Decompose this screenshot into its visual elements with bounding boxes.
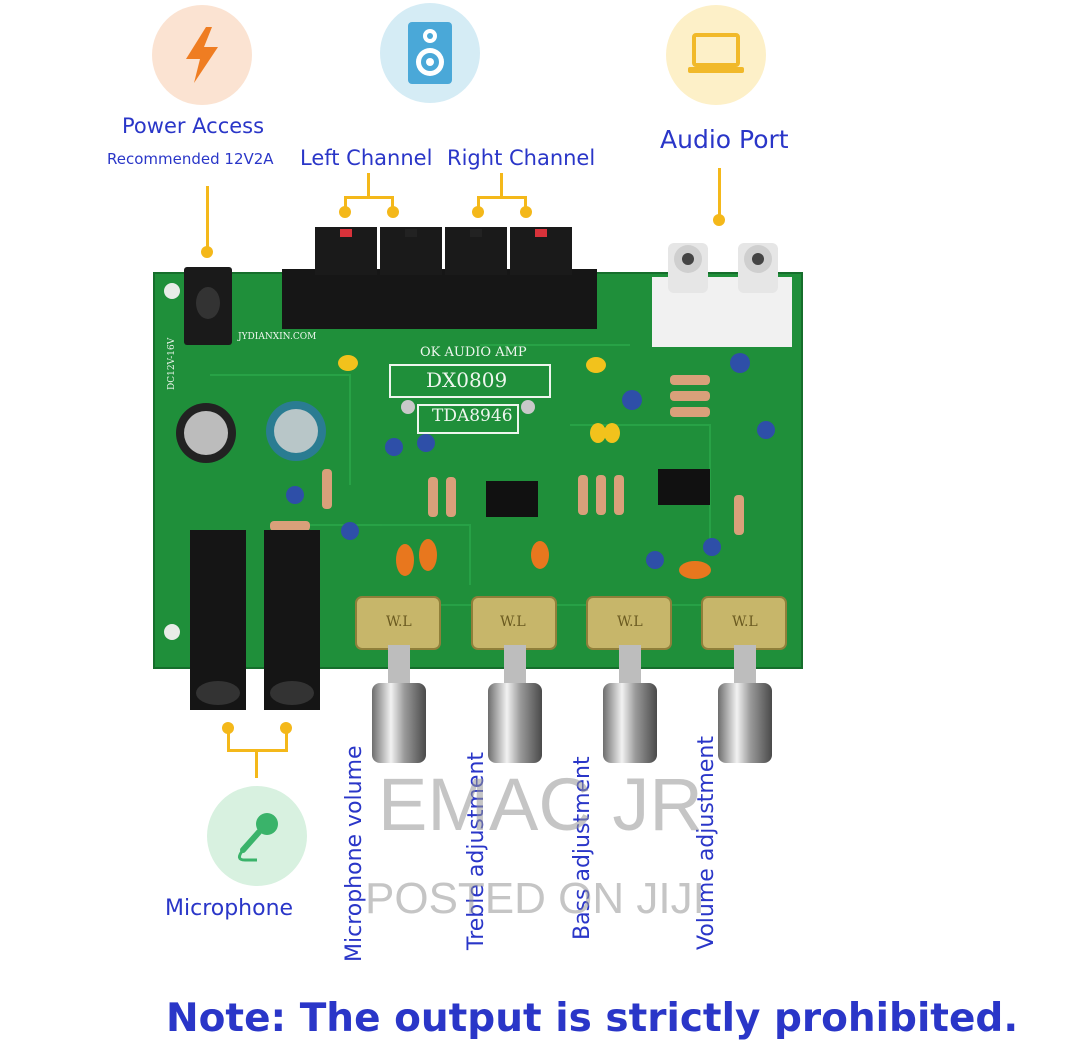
microphone-label: Microphone [165, 896, 294, 921]
note-text: Note: The output is strictly prohibited. [166, 996, 1019, 1041]
microphone-icon [207, 786, 307, 886]
power-callout-dot [201, 246, 213, 258]
left-channel-callout [367, 173, 370, 197]
knob-mark-1: W.L [386, 614, 412, 630]
audio-port-callout-dot [713, 214, 725, 226]
mic-callout-line [255, 750, 258, 778]
watermark-line2: POSTED ON JIJI [365, 874, 705, 923]
power-icon [152, 5, 252, 105]
right-channel-dot-1 [472, 206, 484, 218]
power-callout-line [206, 186, 209, 248]
mic-bracket-r [285, 728, 288, 750]
watermark-line1: EMAC JR [378, 763, 703, 846]
board-power-rating-text: DC12V-16V [167, 337, 177, 390]
left-channel-dot-1 [339, 206, 351, 218]
knob-mark-4: W.L [732, 614, 758, 630]
right-channel-label: Right Channel [447, 146, 596, 170]
audio-port-callout-line [718, 168, 721, 218]
power-recommended-label: Recommended 12V2A [107, 150, 274, 168]
left-channel-bracket [344, 196, 394, 199]
pcb-board [153, 227, 803, 710]
mic-bracket-l [227, 728, 230, 750]
board-model-text: DX0809 [426, 368, 508, 392]
knob-mark-3: W.L [617, 614, 643, 630]
right-channel-bracket-r [524, 196, 527, 210]
right-channel-bracket-l [477, 196, 480, 210]
right-channel-bracket [477, 196, 527, 199]
power-access-label: Power Access [122, 114, 265, 138]
left-channel-dot-2 [387, 206, 399, 218]
left-channel-bracket-l [344, 196, 347, 210]
mic-volume-label: Microphone volume [342, 745, 367, 962]
speaker-icon [380, 3, 480, 103]
right-channel-callout [500, 173, 503, 197]
board-brand-text: JYDIANXIN.COM [238, 332, 317, 342]
audio-port-label: Audio Port [660, 125, 789, 154]
board-chip-text: TDA8946 [432, 406, 513, 426]
laptop-icon [666, 5, 766, 105]
left-channel-label: Left Channel [300, 146, 433, 170]
knobs [372, 645, 772, 763]
left-channel-bracket-r [391, 196, 394, 210]
knob-mark-2: W.L [500, 614, 526, 630]
right-channel-dot-2 [520, 206, 532, 218]
board-title-text: OK AUDIO AMP [420, 345, 527, 360]
